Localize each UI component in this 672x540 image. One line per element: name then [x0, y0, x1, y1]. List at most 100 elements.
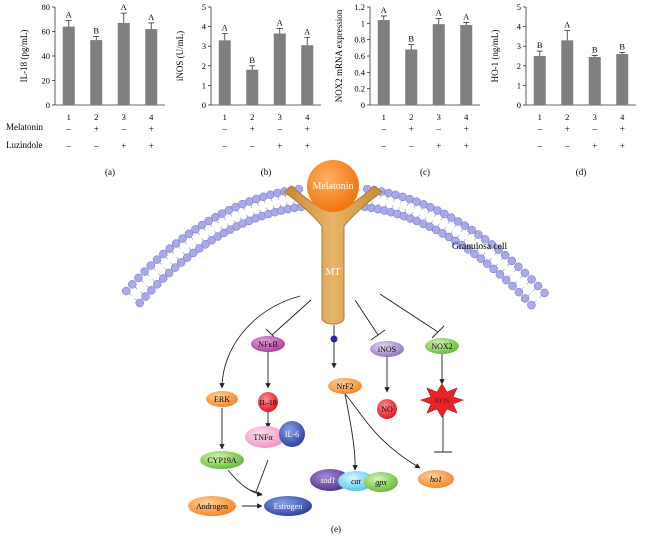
lipid-head: [207, 236, 216, 245]
lipid-head: [527, 300, 536, 310]
y-tick-label: 20: [42, 76, 51, 86]
significance-letter: B: [537, 40, 543, 50]
treatment-sign: –: [277, 124, 283, 134]
y-axis-title: HO-1 (ng/mL): [490, 30, 500, 83]
significance-letter: A: [564, 20, 571, 30]
treatment-sign: +: [149, 124, 154, 134]
lipid-head: [533, 281, 543, 291]
lipid-head: [178, 234, 187, 243]
y-tick-label: 0: [361, 100, 365, 110]
treatment-sign: –: [537, 124, 543, 134]
group-number: 4: [305, 112, 310, 122]
lipid-head: [259, 192, 268, 202]
tnfa-label: TNFα: [253, 433, 273, 442]
bar: [460, 24, 473, 105]
bar: [377, 20, 390, 105]
bar: [301, 45, 314, 105]
bar: [405, 49, 418, 105]
lipid-head: [391, 190, 400, 200]
androgen-label: Androgen: [196, 502, 228, 511]
bar: [533, 56, 546, 105]
y-tick-label: 1: [517, 80, 521, 90]
y-axis-title: NOX2 mRNA expression: [334, 9, 344, 102]
lipid-head: [195, 244, 204, 253]
lipid-head: [184, 229, 194, 239]
lipid-head: [476, 254, 486, 263]
panel-label: (a): [105, 167, 115, 177]
lipid-head: [495, 270, 505, 279]
lipid-head: [426, 203, 435, 212]
treatment-sign: –: [222, 124, 228, 134]
lipid-head: [480, 235, 490, 244]
inos-node: [370, 341, 404, 357]
lipid-head: [520, 268, 530, 278]
lipid-head: [463, 245, 473, 254]
nrf2-activator-dot: [330, 335, 338, 343]
lipid-head: [164, 268, 174, 278]
y-tick-label: 40: [42, 51, 51, 61]
il6-label: IL-6: [285, 430, 299, 439]
group-number: 4: [149, 112, 154, 122]
treatment-sign: +: [565, 124, 570, 134]
treatment-sign: +: [305, 124, 310, 134]
significance-letter: A: [304, 26, 311, 36]
treatment-sign: +: [436, 141, 441, 151]
lipid-head: [527, 275, 536, 284]
androgen-node: [188, 496, 236, 516]
lipid-head: [489, 264, 498, 274]
treatment-sign: –: [222, 141, 228, 151]
bar: [588, 56, 601, 105]
y-tick-label: 4: [517, 22, 522, 32]
nrf2-node: [328, 378, 362, 394]
treatment-sign: –: [408, 141, 414, 151]
lipid-head: [146, 261, 156, 270]
lipid-head: [153, 280, 162, 289]
il18-node: [258, 392, 278, 412]
group-number: 2: [250, 112, 254, 122]
lipid-head: [211, 212, 220, 222]
lipid-head: [487, 240, 497, 249]
y-tick-label: 3: [517, 41, 521, 51]
lipid-head: [191, 225, 200, 234]
significance-letter: A: [148, 12, 155, 22]
estrogen-label: Estrogen: [274, 502, 302, 511]
y-tick-label: 0: [202, 100, 206, 110]
treatment-sign: –: [121, 124, 127, 134]
treatment-sign: +: [620, 124, 625, 134]
lipid-head: [444, 232, 454, 242]
lipid-head: [189, 248, 198, 258]
il6-node: [279, 421, 305, 447]
panel-label: (c): [420, 167, 430, 177]
treatment-sign: +: [149, 141, 154, 151]
treatment-sign: –: [66, 141, 72, 151]
estrogen-node: [264, 496, 312, 516]
il18-label: IL-18: [259, 398, 276, 407]
significance-letter: B: [592, 44, 598, 54]
lipid-head: [140, 267, 149, 276]
y-tick-label: 3: [202, 41, 206, 51]
cyp19a-node: [200, 451, 244, 469]
treatment-sign: +: [592, 141, 597, 151]
treatment-sign: –: [93, 141, 99, 151]
lipid-head: [135, 298, 144, 308]
bar: [246, 69, 259, 105]
lipid-head: [433, 206, 442, 215]
lipid-head: [134, 273, 143, 283]
lipid-head: [197, 220, 207, 230]
sod1-label: sod1: [320, 476, 335, 485]
treatment-sign: –: [436, 124, 442, 134]
lipid-head: [122, 286, 131, 296]
melatonin-label: Melatonin: [312, 181, 353, 192]
lipid-head: [152, 255, 162, 264]
lipid-head: [457, 240, 466, 250]
lipid-head: [176, 258, 186, 267]
lipid-head: [384, 188, 393, 198]
group-number: 1: [382, 112, 386, 122]
lipid-head: [171, 239, 181, 248]
treatment-sign: –: [381, 124, 387, 134]
group-number: 4: [464, 112, 469, 122]
lipid-head: [141, 292, 150, 301]
significance-letter: B: [408, 34, 414, 44]
